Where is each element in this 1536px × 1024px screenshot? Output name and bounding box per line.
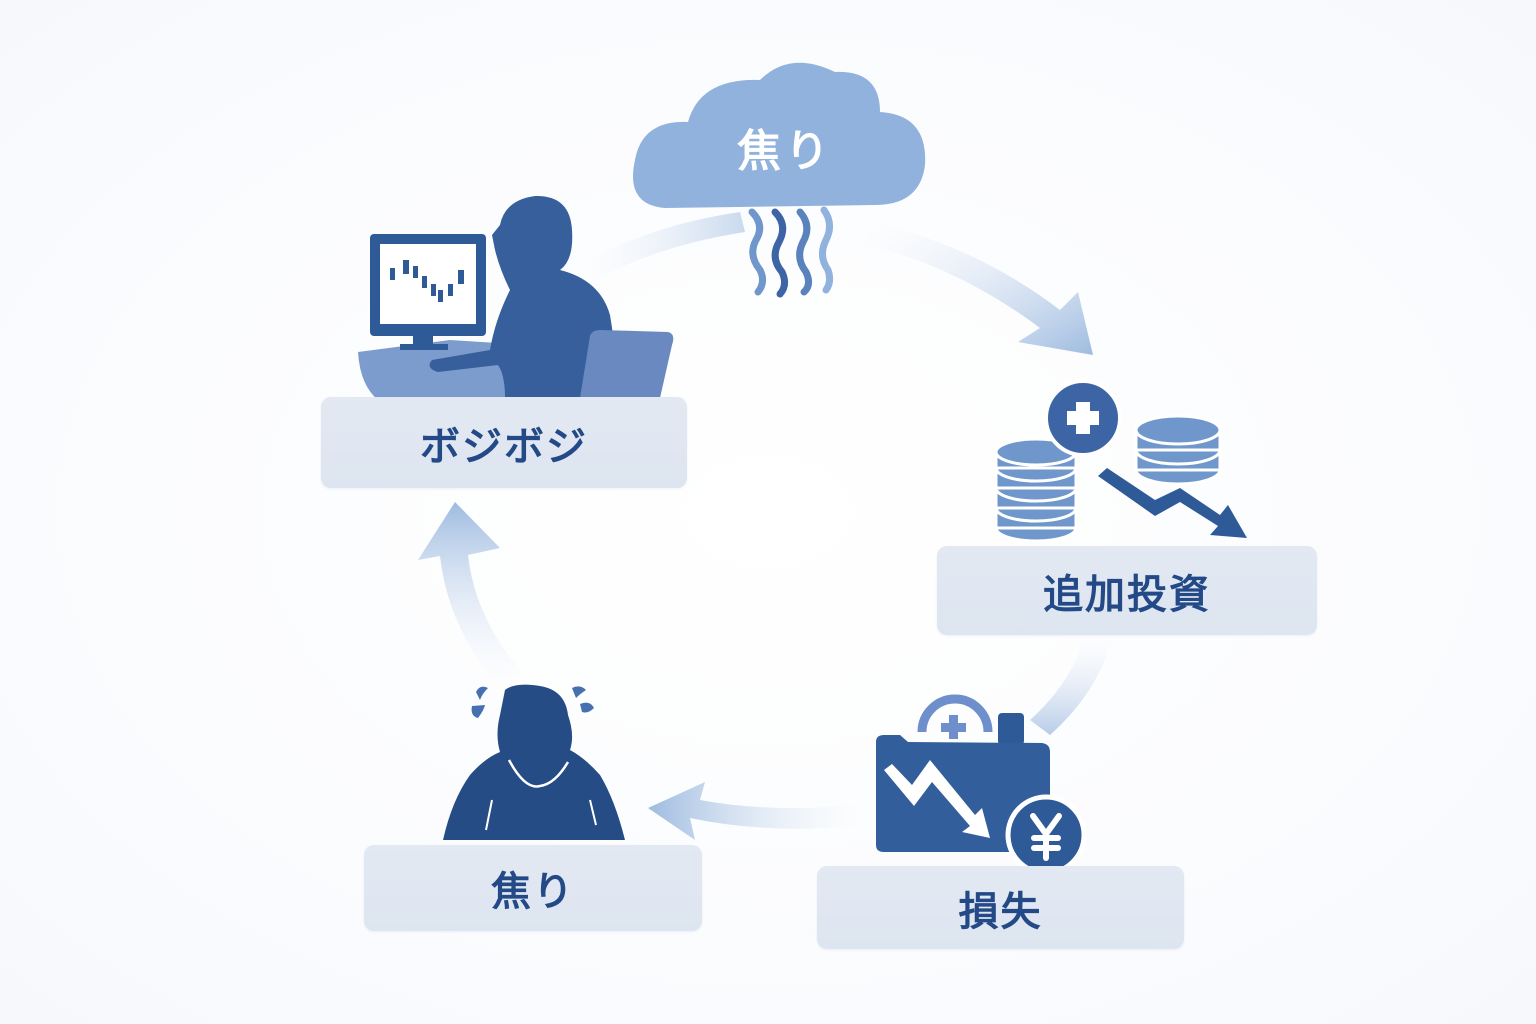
node-additional-investment-label: 追加投資	[1043, 571, 1211, 618]
node-anxiety: 焦り	[364, 845, 702, 931]
node-position: ボジボジ	[321, 397, 687, 488]
cloud-label: 焦り	[737, 126, 833, 177]
arrow-loss-to-anxiety	[648, 782, 868, 840]
node-loss: 損失	[817, 866, 1184, 949]
node-anxiety-label: 焦り	[491, 869, 575, 915]
arc-investment-to-loss	[1030, 636, 1112, 735]
arc-position-to-cloud	[580, 212, 745, 280]
arrow-anxiety-to-position	[418, 502, 522, 688]
node-loss-label: 損失	[958, 888, 1043, 935]
node-additional-investment: 追加投資	[937, 546, 1317, 635]
node-position-label: ボジボジ	[420, 423, 588, 470]
arrow-cloud-to-investment	[866, 222, 1093, 355]
